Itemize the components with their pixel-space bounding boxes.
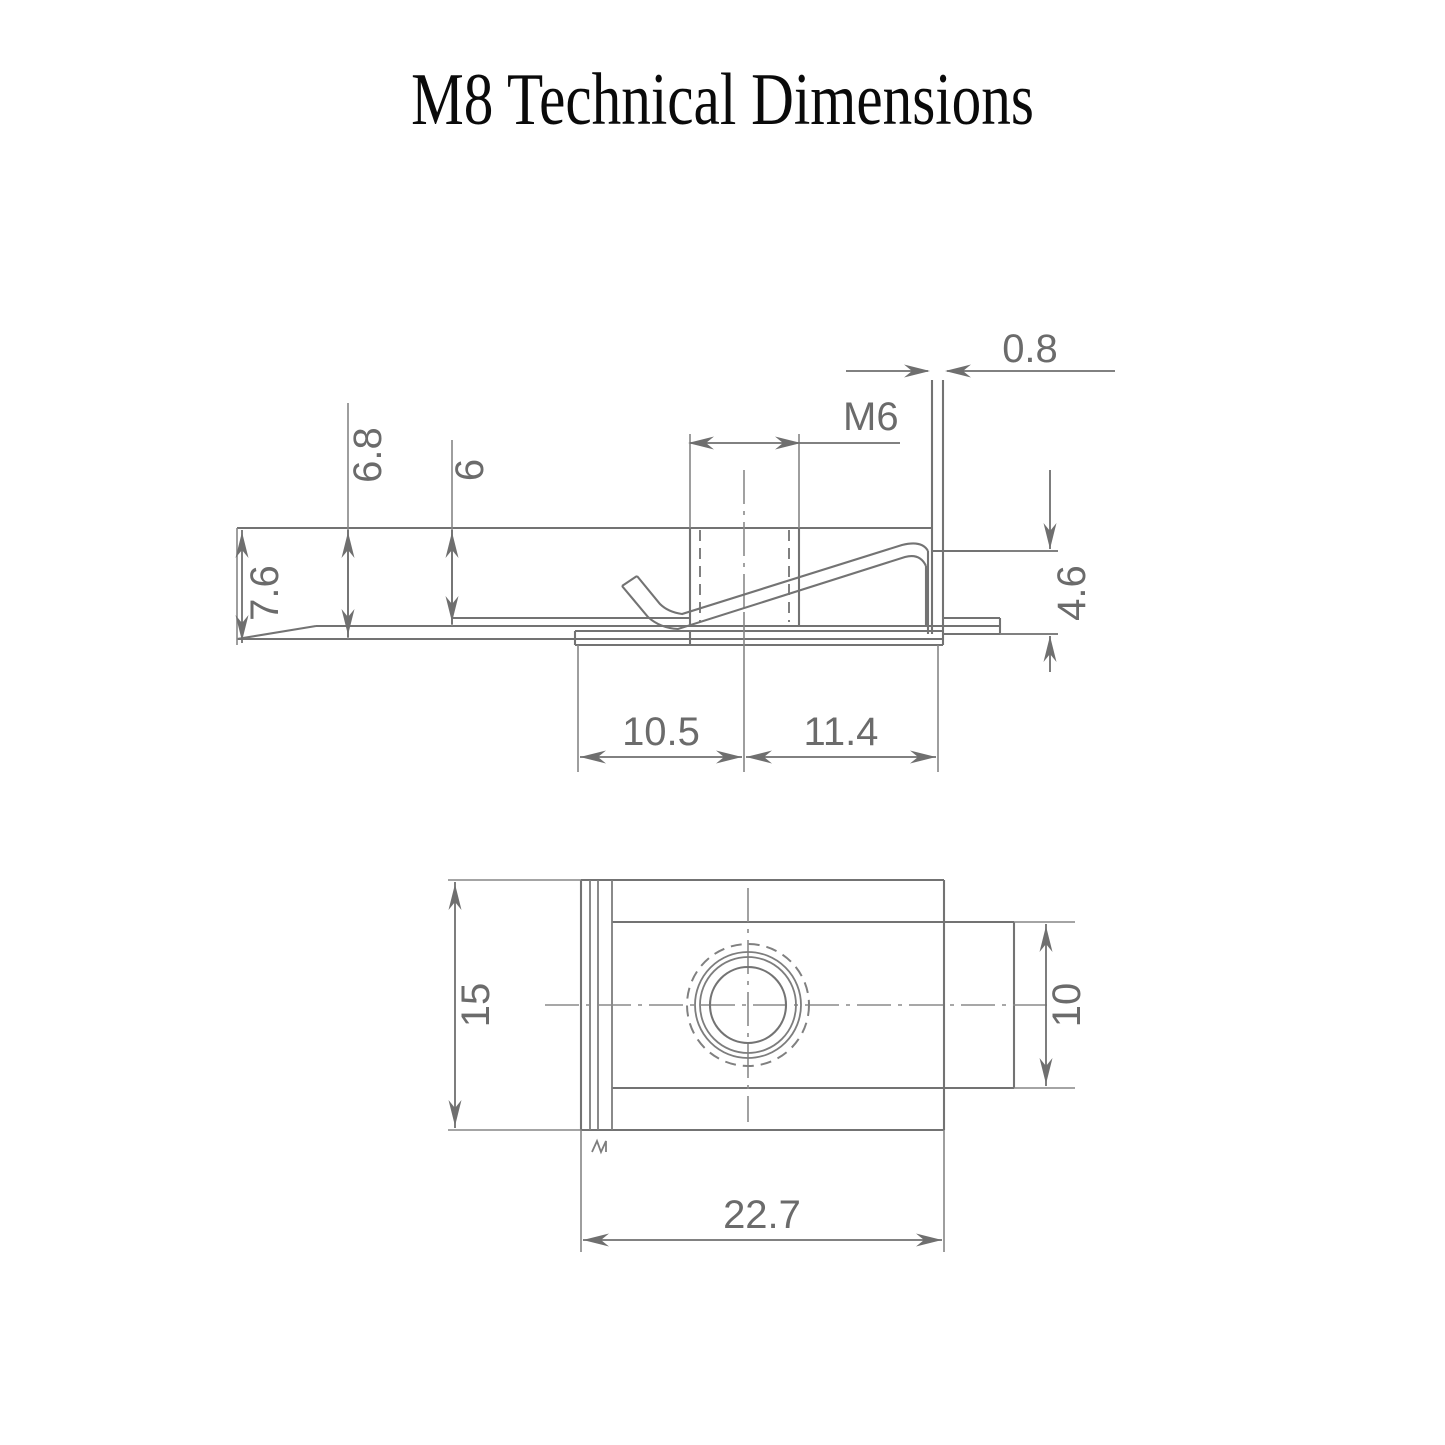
dimension-label-4-6: 4.6	[1050, 565, 1094, 621]
dimension-width-15: 15	[448, 879, 581, 1131]
dimension-height-7-6: 7.6	[235, 528, 287, 645]
dimension-height-4-6: 4.6	[1000, 470, 1094, 672]
dimension-label-10-5: 10.5	[622, 710, 700, 754]
side-elevation-view: 7.6 6.8 6	[235, 327, 1115, 772]
dimension-length-10-5: 10.5	[577, 612, 745, 772]
dimension-label-10: 10	[1045, 983, 1089, 1028]
dimension-label-22-7: 22.7	[723, 1193, 801, 1237]
dimension-length-11-4: 11.4	[746, 645, 939, 772]
dimension-length-22-7: 22.7	[580, 1130, 945, 1252]
dimension-thread-m6: M6	[688, 395, 900, 528]
dimension-label-6: 6	[448, 459, 492, 481]
dimension-height-6-8: 6.8	[341, 403, 390, 639]
dimension-label-0-8: 0.8	[1002, 327, 1058, 371]
page-title: M8 Technical Dimensions	[411, 59, 1034, 141]
dimension-label-15: 15	[454, 983, 498, 1028]
side-view-geometry	[236, 380, 1058, 647]
dimension-height-6: 6	[445, 440, 492, 626]
plan-view: 15 10 22.7	[448, 878, 1089, 1252]
dimension-thickness-0-8: 0.8	[846, 327, 1115, 378]
dimension-width-10: 10	[1014, 921, 1089, 1089]
dimension-label-7-6: 7.6	[243, 565, 287, 621]
plan-view-geometry	[545, 878, 1054, 1155]
dimension-label-m6: M6	[843, 395, 899, 439]
dimension-label-6-8: 6.8	[346, 427, 390, 483]
dimension-label-11-4: 11.4	[804, 710, 879, 754]
